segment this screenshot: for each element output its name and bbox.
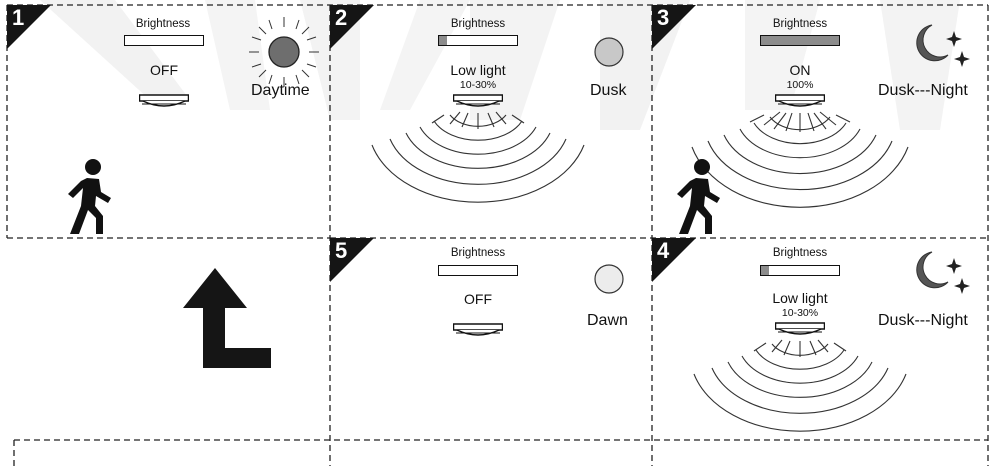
step-number: 1 bbox=[12, 5, 25, 30]
percent-text: 10-30% bbox=[781, 307, 819, 319]
percent-text: 100% bbox=[786, 79, 814, 91]
ceiling-light-icon bbox=[453, 323, 503, 336]
sun-icon bbox=[249, 17, 319, 87]
brightness-bar bbox=[438, 35, 518, 46]
step-badge bbox=[652, 5, 696, 49]
brightness-bar bbox=[438, 265, 518, 276]
status-text: Low light bbox=[772, 290, 828, 306]
crescent-moon-stars-icon bbox=[916, 251, 970, 294]
panel-3: 3 Brightness ON 100% bbox=[652, 5, 988, 238]
sensing-waves bbox=[693, 339, 907, 432]
brightness-bar bbox=[124, 35, 204, 46]
step-badge bbox=[330, 238, 374, 282]
step-badge bbox=[7, 5, 51, 49]
crescent-moon-stars-icon bbox=[916, 24, 970, 67]
step-number: 2 bbox=[335, 5, 348, 30]
person-icon bbox=[677, 159, 720, 234]
step-number: 3 bbox=[657, 5, 670, 30]
panel-5: 5 Brightness OFF Dawn bbox=[330, 238, 652, 440]
brightness-fill bbox=[439, 36, 447, 45]
brightness-label: Brightness bbox=[772, 247, 828, 259]
ceiling-light-icon bbox=[139, 94, 189, 107]
brightness-fill bbox=[761, 266, 769, 275]
time-of-day-label: Dawn bbox=[587, 312, 628, 329]
return-arrow-icon bbox=[183, 268, 271, 368]
light-circle-icon bbox=[594, 264, 624, 294]
brightness-label: Brightness bbox=[450, 18, 506, 30]
status-text: OFF bbox=[464, 291, 492, 307]
ceiling-light-icon bbox=[453, 94, 503, 107]
brightness-label: Brightness bbox=[135, 18, 191, 30]
brightness-label: Brightness bbox=[450, 247, 506, 259]
step-number: 5 bbox=[335, 238, 348, 263]
status-text: OFF bbox=[150, 62, 178, 78]
brightness-fill bbox=[761, 36, 839, 45]
ceiling-light-icon bbox=[775, 94, 825, 107]
moon-circle-icon bbox=[594, 37, 624, 67]
step-number: 4 bbox=[657, 238, 670, 263]
brightness-label: Brightness bbox=[772, 18, 828, 30]
time-of-day-label: Dusk bbox=[590, 82, 627, 99]
time-of-day-label: Dusk---Night bbox=[878, 312, 968, 329]
percent-text: 10-30% bbox=[459, 79, 497, 91]
brightness-bar bbox=[760, 265, 840, 276]
sensing-waves bbox=[691, 111, 909, 208]
ceiling-light-icon bbox=[775, 322, 825, 335]
status-text: ON bbox=[789, 62, 811, 78]
status-text: Low light bbox=[450, 62, 506, 78]
time-of-day-label: Dusk---Night bbox=[878, 82, 968, 99]
time-of-day-label: Daytime bbox=[251, 82, 310, 99]
step-badge bbox=[330, 5, 374, 49]
panel-4: 4 Brightness Low light 10-30% bbox=[652, 238, 988, 440]
person-icon bbox=[68, 159, 111, 234]
sensing-waves bbox=[371, 111, 585, 203]
brightness-bar bbox=[760, 35, 840, 46]
panel-2: 2 Brightness Low light 10-30% bbox=[330, 5, 652, 238]
step-badge bbox=[652, 238, 696, 282]
panel-1: 1 Brightness OFF Daytime bbox=[7, 5, 330, 238]
